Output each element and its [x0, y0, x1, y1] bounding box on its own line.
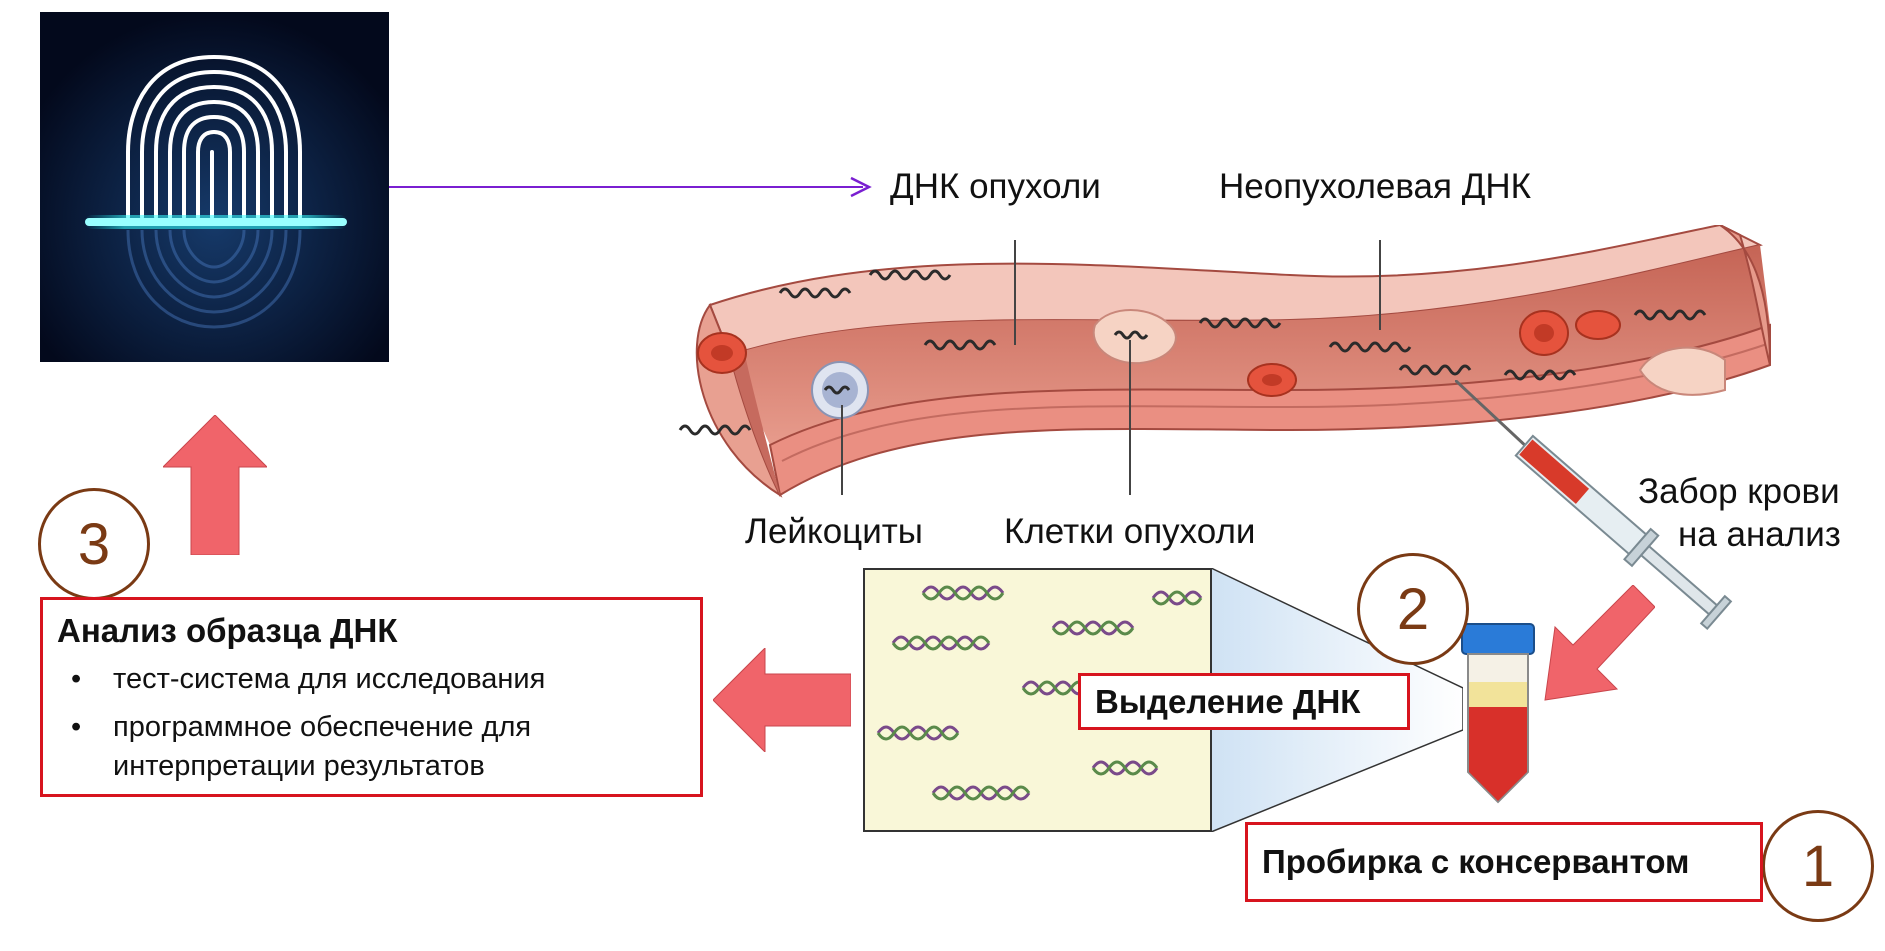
- step-2-title: Выделение ДНК: [1095, 682, 1361, 720]
- arrow-up-icon: [163, 415, 267, 555]
- blood-draw-label-line2: на анализ: [1678, 515, 1841, 554]
- test-tube-icon: [1461, 623, 1535, 804]
- step-1-number: 1: [1801, 833, 1835, 899]
- syringe-icon: [1455, 380, 1733, 631]
- step-3-box: Анализ образца ДНК тест-система для иссл…: [40, 597, 703, 797]
- step-2-number: 2: [1396, 576, 1430, 642]
- step-3-bullet: программное обеспечение для интерпретаци…: [57, 708, 700, 785]
- fingerprint-icon: [40, 12, 389, 362]
- step-1-circle: 1: [1762, 810, 1874, 922]
- step-2-box: Выделение ДНК: [1078, 673, 1410, 730]
- step-2-circle: 2: [1357, 553, 1469, 665]
- connector-arrow: [389, 176, 872, 198]
- non-tumor-dna-label: Неопухолевая ДНК: [1219, 167, 1532, 206]
- step-3-circle: 3: [38, 488, 150, 600]
- blood-draw-label-line1: Забор крови: [1638, 472, 1840, 511]
- leukocytes-label: Лейкоциты: [745, 512, 923, 551]
- tumor-dna-label: ДНК опухоли: [890, 167, 1101, 206]
- step-1-title: Пробирка с консервантом: [1262, 843, 1690, 880]
- tumor-cells-label: Клетки опухоли: [1004, 512, 1256, 551]
- step-3-bullets: тест-система для исследования программно…: [57, 660, 700, 785]
- step-3-title: Анализ образца ДНК: [57, 612, 398, 649]
- step-3-bullet: тест-система для исследования: [57, 660, 700, 699]
- step-1-box: Пробирка с консервантом: [1245, 822, 1763, 902]
- blood-vessel-illustration: [678, 225, 1771, 498]
- arrow-down-left-icon: [1544, 585, 1655, 701]
- arrow-left-icon: [713, 648, 851, 752]
- fingerprint-image: [40, 12, 389, 362]
- step-3-number: 3: [77, 511, 111, 577]
